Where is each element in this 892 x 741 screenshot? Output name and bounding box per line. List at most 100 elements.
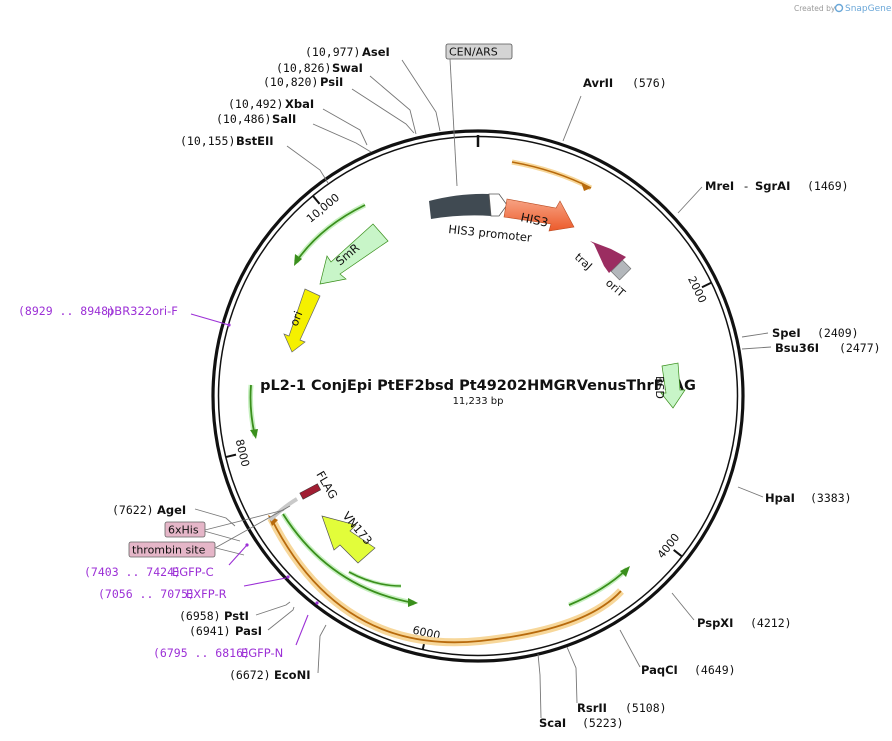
enzyme-xbaI-name: XbaI (285, 97, 314, 111)
primer-exfpr-name: EXFP-R (186, 587, 227, 601)
enzyme-rsrII-position: (5108) (625, 701, 667, 715)
cen-ars-label: CEN/ARS (449, 46, 498, 59)
enzyme-aseI-position: (10,977) (305, 45, 360, 59)
orf-upperleft-arc (295, 204, 366, 263)
orf-lowerright-glow (568, 567, 629, 608)
enzyme-ecoNI-position: (6672) (229, 668, 271, 682)
snapgene-credit: Created by SnapGene (794, 3, 892, 14)
enzyme-hpaI-name: HpaI (765, 491, 795, 505)
plasmid-backbone (211, 129, 745, 663)
tag-connector (268, 497, 299, 522)
enzyme-paqCI-position: (4649) (694, 663, 736, 677)
enzyme-ageI-name: AgeI (157, 503, 186, 517)
features: CEN/ARS HIS3 promoter HIS3 traJ oriT SmR… (128, 43, 686, 564)
primer-exfpr-range: (7056 .. 7075) (98, 587, 195, 601)
enzyme-psiI-position: (10,820) (263, 75, 318, 89)
enzyme-avrII-name: AvrII (583, 76, 613, 90)
enzyme-speI-name: SpeI (772, 326, 801, 340)
primer-egfpn-name: EGFP-N (241, 646, 283, 660)
orf-bottom-arc (270, 517, 622, 644)
enzyme-bstEII-position: (10,155) (180, 134, 235, 148)
his3-label: HIS3 (519, 210, 549, 229)
primer-labels: (8929 .. 8948) pBR322ori-F (7403 .. 7424… (18, 304, 283, 660)
orf-upperleft-arrowhead (294, 254, 302, 266)
enzyme-aseI-name: AseI (362, 45, 390, 59)
primer-egfpc-range: (7403 .. 7424) (84, 565, 181, 579)
orf-lowerright-arrowhead (620, 566, 630, 577)
enzyme-pstI-position: (6958) (179, 609, 221, 623)
enzyme-speI-position: (2409) (817, 326, 859, 340)
orf-bottomleft-arrowhead (408, 598, 418, 607)
enzyme-salI-position: (10,486) (216, 112, 271, 126)
scale-tick (673, 549, 683, 558)
orf-arcs (248, 159, 630, 647)
enzyme-xbaI-position: (10,492) (228, 97, 283, 111)
enzyme-swaI-name: SwaI (332, 61, 363, 75)
enzyme-avrII-position: (576) (632, 76, 667, 90)
enzyme-pspXI-name: PspXI (697, 616, 733, 630)
primer-pbr322ori-range: (8929 .. 8948) (18, 304, 115, 318)
sixhis-leader (204, 509, 285, 531)
enzyme-paqCI-name: PaqCI (641, 663, 678, 677)
enzyme-ageI-position: (7622) (112, 503, 154, 517)
primer-leader-lines (190, 313, 309, 646)
enzyme-rsrII-name: RsrII (577, 701, 607, 715)
cen-ars-leader (449, 58, 458, 187)
ori-arrow (283, 288, 321, 353)
sixhis-box (164, 521, 206, 538)
orf-bottomleft-arc (282, 513, 415, 604)
traj-arrow (590, 241, 626, 273)
orit-label: oriT (603, 276, 628, 300)
enzyme-swaI-position: (10,826) (276, 61, 331, 75)
sixhis-label: 6xHis (168, 524, 199, 537)
snapgene-logo-icon (834, 3, 844, 13)
vn173-arrow (321, 515, 376, 564)
thrombin-box (128, 541, 216, 558)
bsd-label: BSD (653, 376, 666, 399)
enzyme-bsu36I-position: (2477) (839, 341, 881, 355)
scale-tick-label: 8000 (233, 438, 252, 468)
created-by-text: Created by (794, 4, 836, 13)
restriction-site-labels: (10,977) AseI (10,826) SwaI (10,820) Psi… (112, 45, 881, 730)
scale-tick (701, 281, 712, 289)
primer-egfpn-range: (6795 .. 6816) (153, 646, 250, 660)
snapgene-brand: SnapGene (845, 4, 892, 14)
orit-box (610, 259, 632, 281)
traj-label: traJ (572, 251, 595, 273)
plasmid-name: pL2-1 ConjEpi PtEF2bsd Pt49202HMGRVenusT… (260, 378, 696, 394)
scale-tick-label: 4000 (655, 531, 683, 561)
scale-tick (312, 195, 321, 205)
primer-egfpc-name: EGFP-C (172, 565, 214, 579)
enzyme-ecoNI-name: EcoNI (274, 668, 310, 682)
orf-top-glow (511, 159, 593, 191)
scale-tick (225, 453, 237, 459)
enzyme-pasI-name: PasI (235, 624, 262, 638)
bsd-arrow (660, 362, 686, 409)
thrombin-label: thrombin site (132, 544, 206, 557)
enzyme-mreI-name: MreI (705, 179, 734, 193)
enzyme-bsu36I-name: Bsu36I (775, 341, 819, 355)
enzyme-pstI-name: PstI (224, 609, 249, 623)
enzyme-sgrAI-name: SgrAI (755, 179, 790, 193)
enzyme-leader-lines (194, 59, 772, 719)
enzyme-scaI-position: (5223) (582, 716, 624, 730)
his3-promoter-label: HIS3 promoter (448, 222, 533, 245)
primer-markers (227, 323, 319, 605)
flag-box (299, 483, 322, 500)
smr-arrow (319, 223, 389, 285)
enzyme-scaI-name: ScaI (539, 716, 566, 730)
his3-promoter-tip (488, 193, 508, 217)
ori-label: ori (287, 309, 306, 328)
his3-promoter-arrow (429, 193, 491, 219)
enzyme-salI-name: SalI (272, 112, 296, 126)
scale-tick-label: 2000 (685, 274, 709, 305)
orf-left-arrowhead (250, 429, 258, 439)
enzyme-bstEII-name: BstEII (236, 134, 274, 148)
cen-ars-box (445, 43, 513, 60)
primer-pbr322ori-name: pBR322ori-F (107, 304, 178, 318)
thrombin-leader (214, 505, 291, 549)
enzyme-pspXI-position: (4212) (750, 616, 792, 630)
his3-arrow (503, 198, 575, 232)
orf-top-arrowhead (581, 182, 591, 191)
enzyme-mreI-position: (1469) (807, 179, 849, 193)
